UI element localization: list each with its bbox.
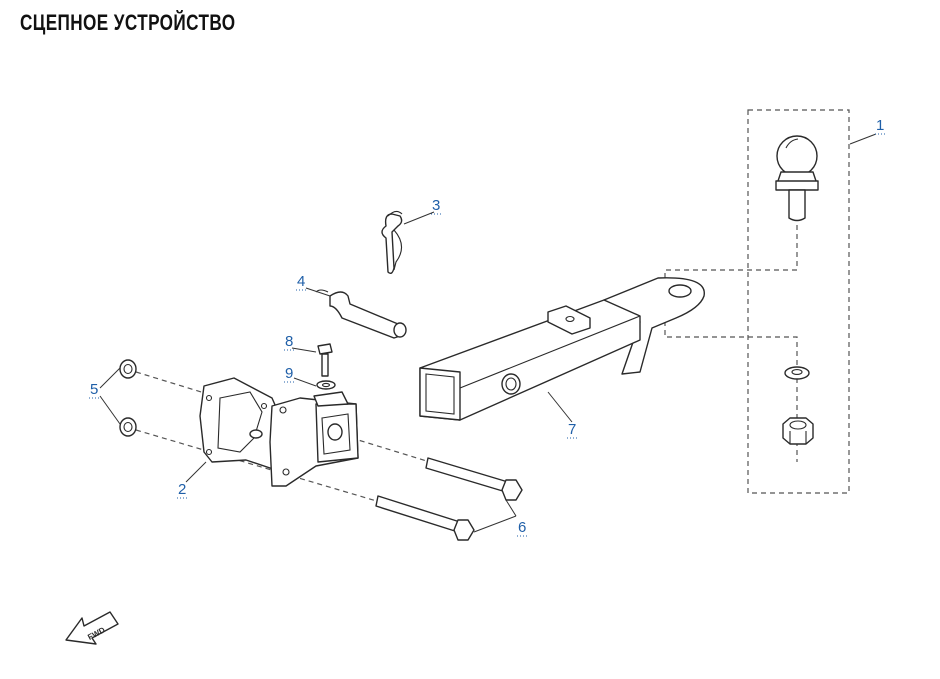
assembly-dashed-frame [747,109,850,494]
callout-3: 3 [432,197,440,214]
flange-nuts [119,359,137,437]
callout-leaders [99,133,877,533]
callout-5: 5 [90,381,98,398]
long-bolts [375,457,523,541]
hitch-pin-clip [381,210,403,275]
fwd-arrow-icon: FWD [65,611,119,645]
callout-4: 4 [297,273,305,290]
callout-7: 7 [568,421,576,438]
ball-connector-lower [664,312,798,462]
flange-nut-lower [119,417,137,437]
long-bolt-lower [375,495,475,541]
hitch-pin [315,289,407,339]
hitch-ball-assembly [664,109,850,494]
hex-nut [782,417,814,445]
callout-1: 1 [876,117,884,134]
callout-8: 8 [285,333,293,350]
callout-2: 2 [178,481,186,498]
callout-6: 6 [518,519,526,536]
ball-connector-upper [664,225,798,290]
long-bolt-upper [425,457,523,501]
drawbar-tube [419,277,705,421]
lock-washer [784,366,810,380]
receiver-bracket [199,377,359,487]
callout-9: 9 [285,365,293,382]
small-bolt [317,343,333,377]
hitch-ball [775,135,819,222]
bolt-axis-lower [135,429,381,503]
page-title: СЦЕПНОЕ УСТРОЙСТВО [20,10,236,35]
flange-nut-upper [119,359,137,379]
small-washer [316,380,336,390]
callouts: 1 2 3 4 5 6 7 8 9 [90,117,884,536]
callout-underlines [89,133,886,537]
